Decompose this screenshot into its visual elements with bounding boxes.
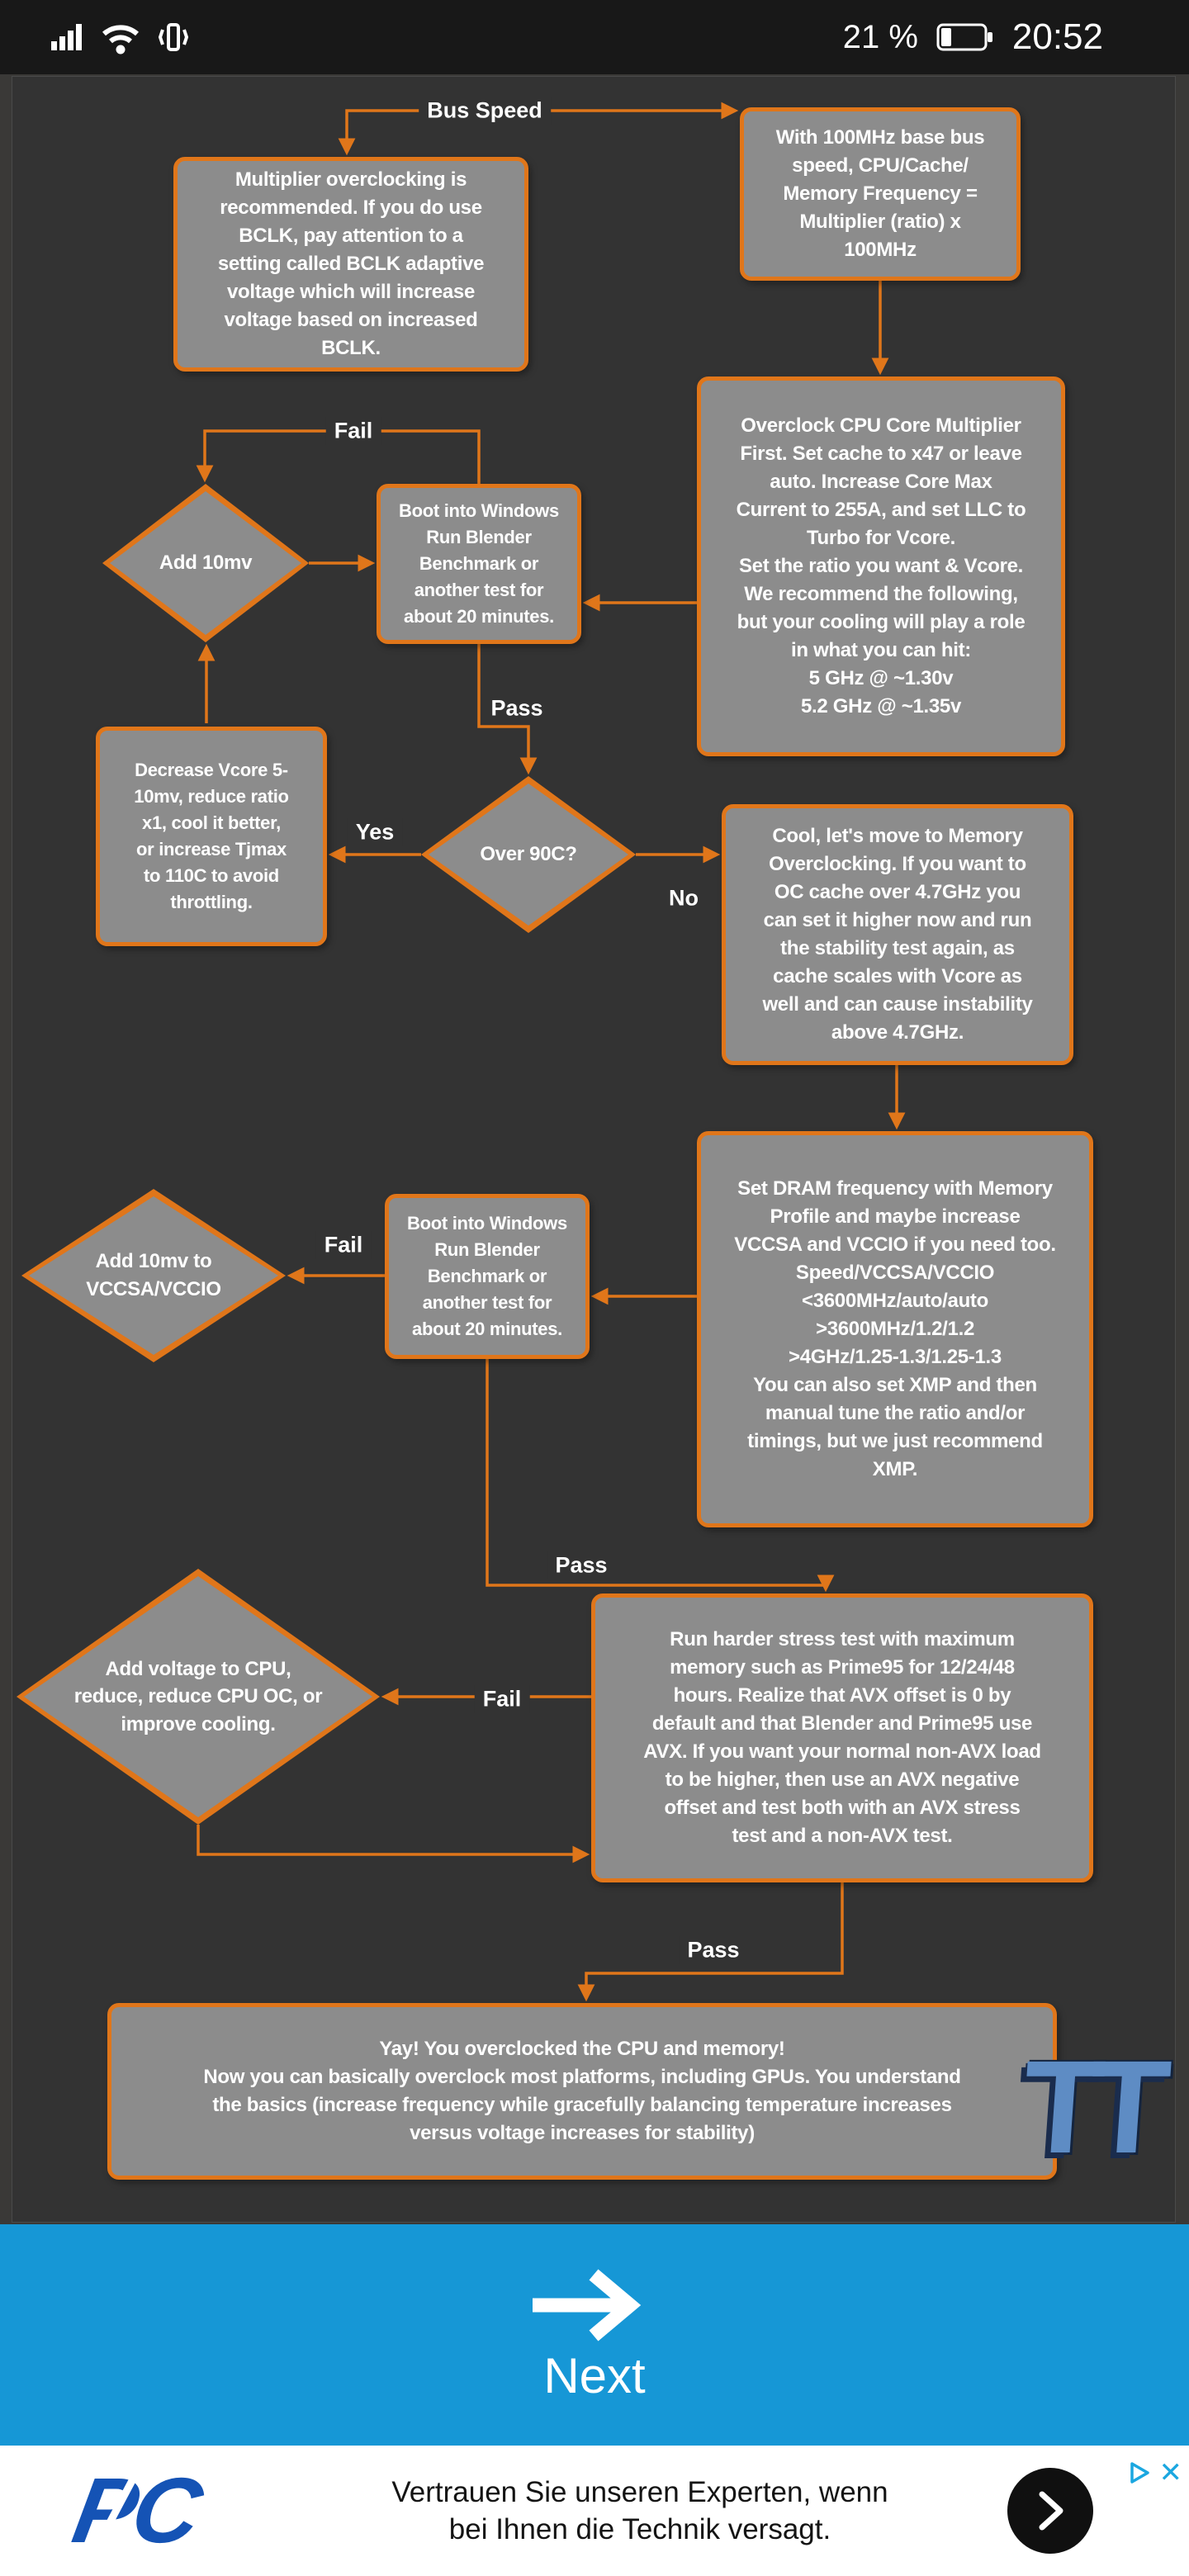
label-bus-speed: Bus Speed xyxy=(419,96,551,125)
label-pass-3: Pass xyxy=(679,1935,748,1965)
next-section: Next xyxy=(0,2224,1189,2446)
status-bar: 21 % 20:52 xyxy=(0,0,1189,74)
label-fail-1: Fail xyxy=(325,416,381,446)
node-multiplier-note: Multiplier overclocking is recommended. … xyxy=(173,157,528,372)
node-set-dram: Set DRAM frequency with Memory Profile a… xyxy=(697,1131,1093,1527)
ad-headline-line1: Vertrauen Sie unseren Experten, wenn xyxy=(391,2475,888,2508)
wifi-icon xyxy=(102,25,139,54)
next-button[interactable]: Next xyxy=(543,2347,646,2403)
ad-headline[interactable]: Vertrauen Sie unseren Experten, wenn bei… xyxy=(272,2474,1007,2549)
clock: 20:52 xyxy=(1011,17,1103,57)
label-yes: Yes xyxy=(347,817,403,847)
label-no: No xyxy=(661,883,707,913)
node-yay: Yay! You overclocked the CPU and memory!… xyxy=(107,2003,1057,2180)
signal-icon xyxy=(51,24,82,50)
ad-cta-button[interactable] xyxy=(1007,2468,1093,2554)
chevron-right-icon xyxy=(1039,2491,1063,2531)
battery-percent: 21 % xyxy=(842,18,918,55)
label-pass-2: Pass xyxy=(547,1551,616,1580)
node-decrease-vcore: Decrease Vcore 5- 10mv, reduce ratio x1,… xyxy=(96,727,327,946)
label-fail-3: Fail xyxy=(474,1684,530,1714)
ad-corner-controls: ✕ xyxy=(1126,2457,1183,2488)
node-run-harder: Run harder stress test with maximum memo… xyxy=(591,1593,1093,1882)
tweaktown-logo: TT xyxy=(1017,2033,1160,2181)
node-overclock-core: Overclock CPU Core Multiplier First. Set… xyxy=(697,376,1065,756)
ad-close-icon[interactable]: ✕ xyxy=(1158,2457,1183,2488)
ad-brand-logo[interactable]: PC xyxy=(0,2459,272,2576)
node-boot-test-2: Boot into Windows Run Blender Benchmark … xyxy=(385,1194,590,1359)
label-fail-2: Fail xyxy=(315,1230,372,1260)
label-pass-1: Pass xyxy=(482,694,552,723)
status-bar-left xyxy=(50,19,192,55)
battery-icon xyxy=(936,23,992,51)
status-bar-right: 21 % 20:52 xyxy=(843,17,1103,58)
adchoices-icon[interactable] xyxy=(1126,2460,1153,2486)
node-base-bus: With 100MHz base bus speed, CPU/Cache/ M… xyxy=(740,107,1021,281)
node-memory-next: Cool, let's move to Memory Overclocking.… xyxy=(722,804,1073,1065)
node-boot-test-1: Boot into Windows Run Blender Benchmark … xyxy=(377,484,581,644)
right-arrow-icon[interactable] xyxy=(524,2266,665,2344)
vibrate-icon xyxy=(158,23,189,51)
ad-headline-line2: bei Ihnen die Technik versagt. xyxy=(448,2513,831,2545)
ad-banner[interactable]: PC Vertrauen Sie unseren Experten, wenn … xyxy=(0,2446,1189,2576)
